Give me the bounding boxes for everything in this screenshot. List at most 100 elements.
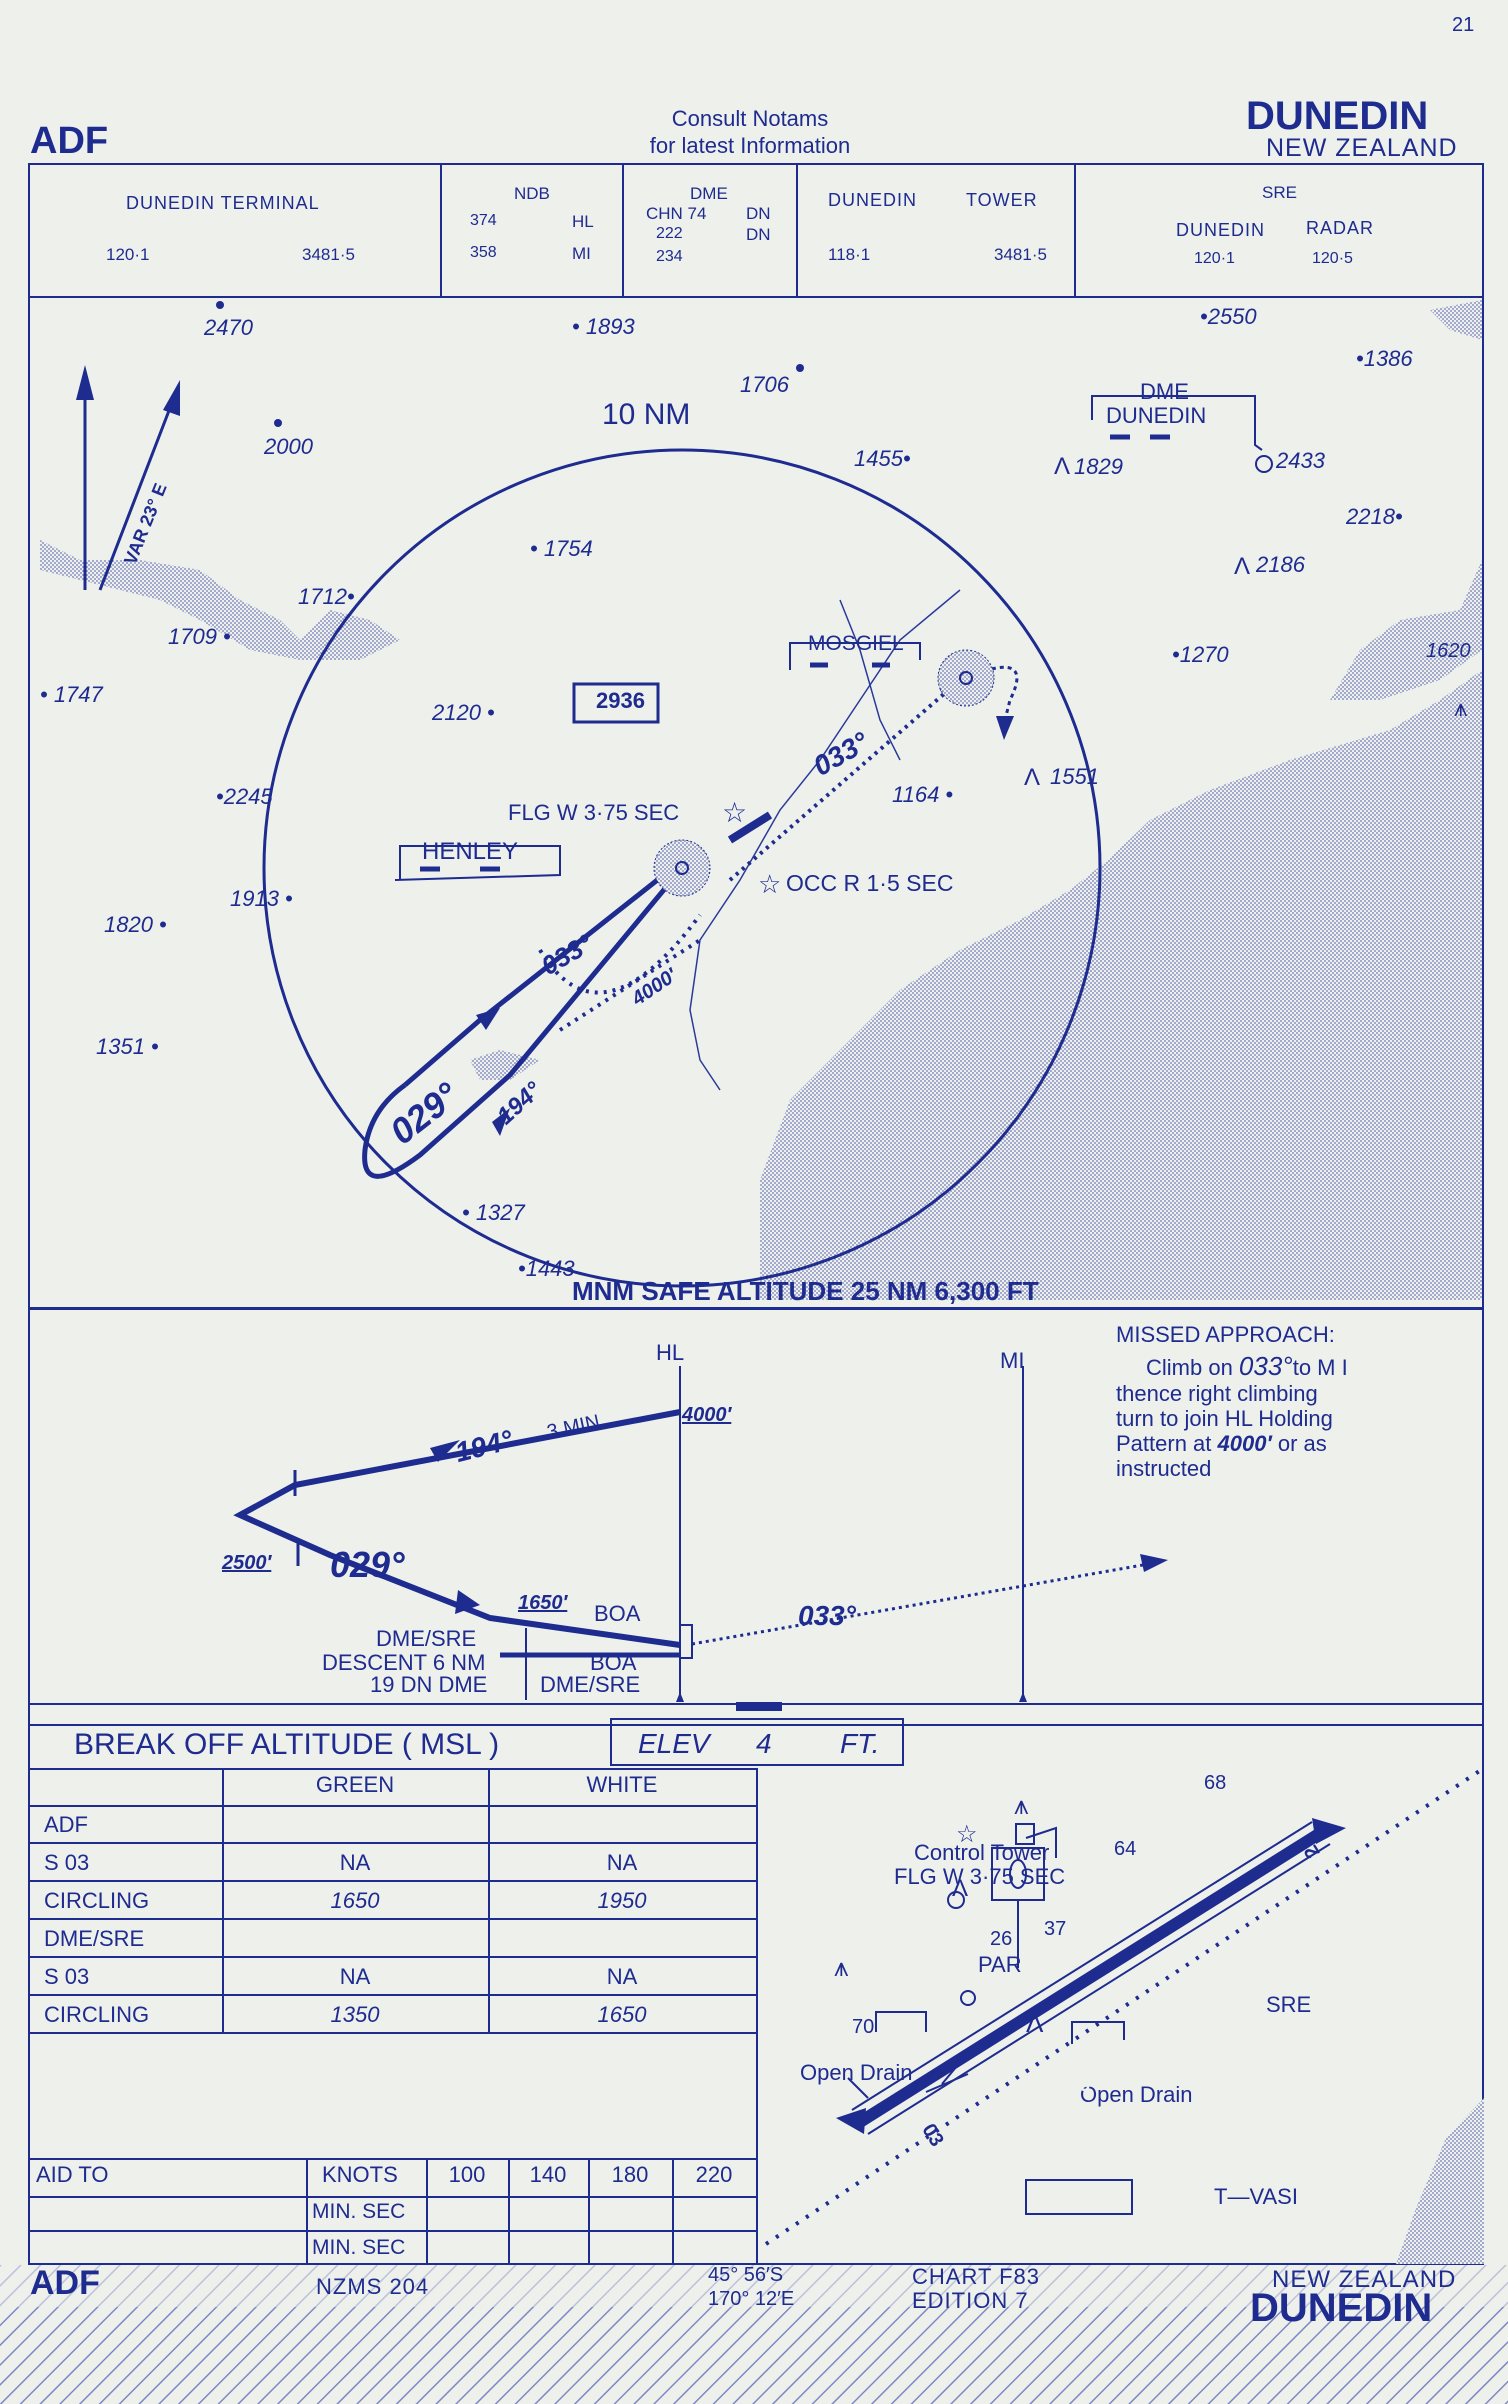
missed-approach-line2: thence right climbing xyxy=(1116,1381,1318,1406)
mosgiel-ndb-center xyxy=(959,671,973,685)
holding-dotted-2 xyxy=(558,938,702,1032)
comms-sep-4 xyxy=(1074,163,1076,297)
true-north-arrowhead xyxy=(76,365,94,400)
spot-height: 1620 xyxy=(1426,640,1471,662)
coast-patch xyxy=(1430,300,1482,340)
ndb-freq-1: 374 xyxy=(470,212,497,229)
spot-height: 2186 xyxy=(1256,552,1305,577)
elevation-box xyxy=(610,1718,904,1766)
profile-track xyxy=(233,1409,681,1648)
col-green-header: GREEN xyxy=(315,1772,395,1797)
notam-notice-line2: for latest Information xyxy=(649,133,851,158)
footer-hatching xyxy=(0,2265,1508,2404)
missed-approach-line3: turn to join HL Holding xyxy=(1116,1406,1333,1431)
sre-freq-2: 120·5 xyxy=(1312,250,1353,267)
sre-label: SRE xyxy=(1262,183,1297,202)
henley-flg-light-label: FLG W 3·75 SEC xyxy=(508,800,680,825)
mast-1551-icon: Λ xyxy=(1024,764,1040,791)
profile-descent-6nm: DESCENT 6 NM xyxy=(322,1650,486,1675)
speed-cell: 180 xyxy=(611,2162,649,2187)
missed-approach-line5: instructed xyxy=(1116,1456,1212,1481)
profile-course-033: 033° xyxy=(798,1600,856,1631)
minima-row-label: S 03 xyxy=(44,1850,90,1875)
ndb-id-1: HL xyxy=(572,212,594,231)
t-vasi-box xyxy=(1025,2179,1133,2215)
spot-height: 1913 • xyxy=(230,886,293,911)
sre-site-label: SRE xyxy=(1266,1992,1312,2017)
comms-sep-2 xyxy=(622,163,624,297)
harbour-area xyxy=(1330,560,1482,700)
stream xyxy=(839,599,901,761)
aid-to-label: AID TO xyxy=(36,2162,109,2187)
spot-height: •2245 xyxy=(216,784,273,809)
missed-approach-track xyxy=(728,678,962,882)
dme-box-outline xyxy=(1091,395,1263,451)
profile-boa-upper: BOA xyxy=(594,1601,641,1626)
henley-box-outline xyxy=(394,845,561,881)
peak-2936-box xyxy=(572,682,660,724)
tower-name: DUNEDIN xyxy=(828,190,918,210)
dme-freq-1: 222 xyxy=(656,225,683,242)
mosgiel-box-outline xyxy=(789,642,921,670)
profile-missed-approach xyxy=(691,1560,1161,1646)
profile-dme-sre-lower: DME/SRE xyxy=(540,1672,641,1697)
mast-1620-icon: ⩚ xyxy=(1454,695,1468,722)
spot-height: 1164 • xyxy=(892,782,954,807)
sre-freq-1: 120·1 xyxy=(1194,250,1235,267)
mast-37-label: 37 xyxy=(1044,1918,1067,1940)
comms-sep-1 xyxy=(440,163,442,297)
procedure-turn-inbound xyxy=(403,1018,482,1087)
minima-cell-green: NA xyxy=(339,1964,371,1989)
minima-divider xyxy=(28,1724,1484,1726)
occ-light-label: OCC R 1·5 SEC xyxy=(786,870,954,896)
min-sec-label: MIN. SEC xyxy=(312,2200,406,2223)
tower-height-label: 64 xyxy=(1114,1838,1137,1860)
missed-approach-line4: Pattern at 4000′ or as xyxy=(1116,1431,1327,1456)
minimum-safe-altitude: MNM SAFE ALTITUDE 25 NM 6,300 FT xyxy=(572,1276,1039,1306)
elev-label: ELEV xyxy=(638,1728,710,1759)
chart-number: CHART F83 xyxy=(912,2264,1041,2289)
par-box xyxy=(875,2011,927,2032)
spot-height: 1709 • xyxy=(168,624,231,649)
magnetic-north-arrowhead xyxy=(163,380,180,416)
minima-cell-white: 1650 xyxy=(597,2002,647,2027)
minima-row-label: S 03 xyxy=(44,1964,90,1989)
procedure-type-label: ADF xyxy=(30,120,109,162)
mi-holding-arrowhead xyxy=(996,716,1014,740)
sre-name-1: DUNEDIN xyxy=(1176,220,1266,240)
mast-37-icon: Λ xyxy=(952,1875,968,1902)
notam-notice-line1: Consult Notams xyxy=(671,106,829,131)
comms-sep-3 xyxy=(796,163,798,297)
open-drain-left: Open Drain xyxy=(800,2060,913,2085)
outbound-procedure-turn xyxy=(362,866,684,1179)
tower-type: TOWER xyxy=(966,190,1038,210)
profile-19dn-dme: 19 DN DME xyxy=(370,1672,488,1697)
dme-box-line1: DME xyxy=(1140,379,1189,404)
sre-name-2: RADAR xyxy=(1306,218,1375,238)
spot-height: •1386 xyxy=(1356,346,1413,371)
profile-course-029: 029° xyxy=(330,1544,405,1585)
rwy-03-arrow xyxy=(836,2108,866,2134)
terminal-freq-2: 3481·5 xyxy=(302,245,355,264)
mast-2186-icon: Λ xyxy=(1234,553,1250,580)
profile-alt-2500: 2500′ xyxy=(222,1552,272,1574)
aerodrome-diagram: ⩚ ☆ Λ ⩚ Λ xyxy=(764,1768,1484,2264)
spot-height: 1820 • xyxy=(104,912,167,937)
terminal-freq-1: 120·1 xyxy=(106,245,150,264)
spot-height: • 1754 xyxy=(530,536,593,561)
spot-height: •1443 xyxy=(518,1256,575,1281)
profile-hl-label: HL xyxy=(656,1340,685,1365)
dme-box-line2: DUNEDIN xyxy=(1106,403,1207,428)
footer-country: NEW ZEALAND xyxy=(1272,2266,1457,2293)
missed-approach-title: MISSED APPROACH: xyxy=(1116,1322,1335,1347)
spot-height: 2433 xyxy=(1276,448,1325,473)
spot-height: 1706 xyxy=(740,372,789,397)
spot-height: • 1893 xyxy=(572,314,635,339)
page-number: 21 xyxy=(1452,14,1475,36)
chart-frame xyxy=(28,163,1484,2265)
dme-site-icon xyxy=(1255,455,1273,473)
speed-cell: 100 xyxy=(448,2162,486,2187)
ndb-label: NDB xyxy=(514,184,550,203)
tower-light-star-icon: ☆ xyxy=(956,1821,978,1848)
minima-row-label: DME/SRE xyxy=(44,1926,145,1951)
